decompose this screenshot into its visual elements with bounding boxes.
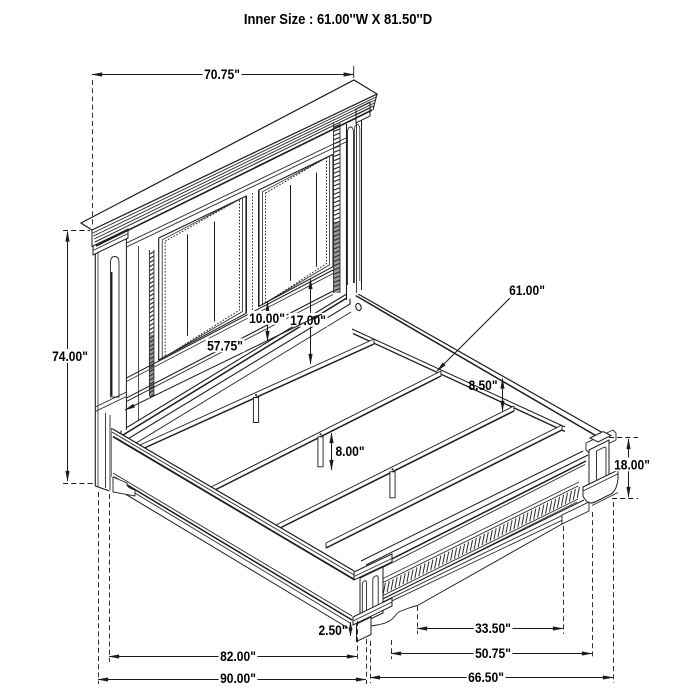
svg-text:Inner Size : 61.00''W X 81.50': Inner Size : 61.00''W X 81.50''D bbox=[244, 11, 432, 28]
svg-text:90.00": 90.00" bbox=[220, 671, 256, 686]
svg-text:82.00": 82.00" bbox=[220, 649, 256, 664]
svg-text:8.00": 8.00" bbox=[335, 444, 364, 459]
svg-text:74.00": 74.00" bbox=[52, 349, 88, 364]
svg-text:50.75": 50.75" bbox=[475, 646, 511, 661]
svg-text:70.75": 70.75" bbox=[204, 67, 240, 82]
svg-text:10.00": 10.00" bbox=[249, 311, 285, 326]
svg-text:57.75": 57.75" bbox=[207, 339, 243, 354]
svg-text:33.50": 33.50" bbox=[475, 621, 511, 636]
svg-text:2.50": 2.50" bbox=[318, 623, 347, 638]
svg-text:66.50": 66.50" bbox=[468, 670, 504, 685]
svg-text:61.00": 61.00" bbox=[509, 283, 545, 298]
svg-text:8.50": 8.50" bbox=[468, 378, 497, 393]
svg-text:18.00": 18.00" bbox=[614, 458, 650, 473]
